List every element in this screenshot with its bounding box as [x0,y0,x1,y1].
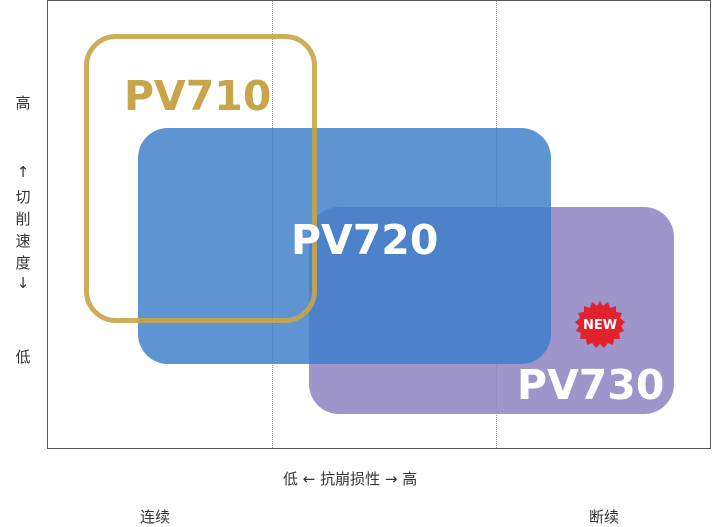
new-badge: NEW [575,301,625,348]
x-axis-title: 低 ← 抗崩损性 → 高 [283,470,418,488]
pv710-label: PV710 [124,72,272,120]
y-axis-down-arrow: ↓ [16,274,30,292]
x-axis-left-label: 连续 [140,508,171,526]
y-axis-char-4: 度 [15,254,31,272]
pv720-region [138,128,551,364]
starburst-icon [575,301,625,348]
pv730-label: PV730 [517,361,665,409]
y-axis-char-2: 削 [15,210,31,228]
new-badge-text: NEW [583,318,617,333]
y-axis-char-3: 速 [15,232,31,250]
pv710-region [84,34,317,323]
y-axis-char-1: 切 [15,188,31,206]
y-axis-up-arrow: ↑ [16,163,30,181]
x-axis-right-label: 断续 [589,508,620,526]
y-axis-low: 低 [15,348,31,366]
pv720-label: PV720 [291,216,439,264]
y-axis-high: 高 [15,94,31,112]
